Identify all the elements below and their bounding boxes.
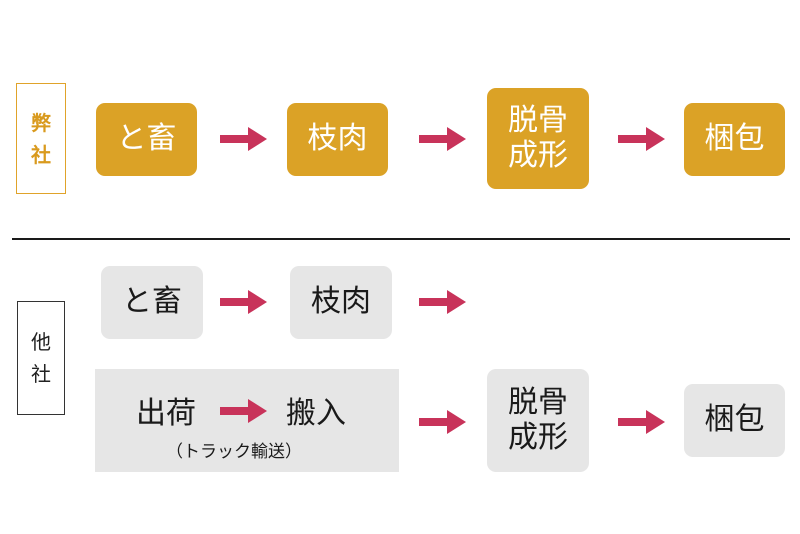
step-konpou-ours: 梱包 <box>684 103 785 176</box>
step-edaniku-other: 枝肉 <box>290 266 392 339</box>
arrow-right-icon <box>618 410 665 434</box>
arrow-right-icon <box>419 127 466 151</box>
step-label: と畜 <box>122 284 182 320</box>
section-divider <box>12 238 790 240</box>
label-char: 社 <box>31 142 51 167</box>
label-char: 他 <box>31 330 51 354</box>
step-konpou-other: 梱包 <box>684 384 785 457</box>
arrow-right-icon <box>220 399 267 423</box>
arrow-right-icon <box>618 127 665 151</box>
step-tochiku-ours: と畜 <box>96 103 197 176</box>
step-label: 枝肉 <box>307 121 368 157</box>
step-edaniku-ours: 枝肉 <box>287 103 388 176</box>
step-label-line: 脱骨 <box>508 385 568 420</box>
step-label: 梱包 <box>704 121 765 157</box>
step-label-line: 成形 <box>508 419 568 455</box>
label-char: 社 <box>31 362 51 386</box>
step-label: と畜 <box>116 121 177 157</box>
transport-to-label: 搬入 <box>286 396 346 431</box>
step-dakkotsu-ours: 脱骨 成形 <box>487 88 589 189</box>
transport-from-label: 出荷 <box>136 396 196 431</box>
section-label-other: 他 社 <box>17 301 65 415</box>
step-label-line: 脱骨 <box>508 103 568 138</box>
arrow-right-icon <box>220 127 267 151</box>
arrow-right-icon <box>419 410 466 434</box>
transport-panel <box>95 369 399 472</box>
label-char: 弊 <box>31 110 51 135</box>
step-dakkotsu-other: 脱骨 成形 <box>487 369 589 472</box>
arrow-right-icon <box>220 290 267 314</box>
arrow-right-icon <box>419 290 466 314</box>
step-tochiku-other: と畜 <box>101 266 203 339</box>
step-label: 枝肉 <box>311 284 371 320</box>
step-label: 梱包 <box>704 402 765 438</box>
section-label-ours: 弊 社 <box>16 83 66 194</box>
step-label-line: 成形 <box>508 137 568 173</box>
transport-note: （トラック輸送） <box>166 442 302 462</box>
